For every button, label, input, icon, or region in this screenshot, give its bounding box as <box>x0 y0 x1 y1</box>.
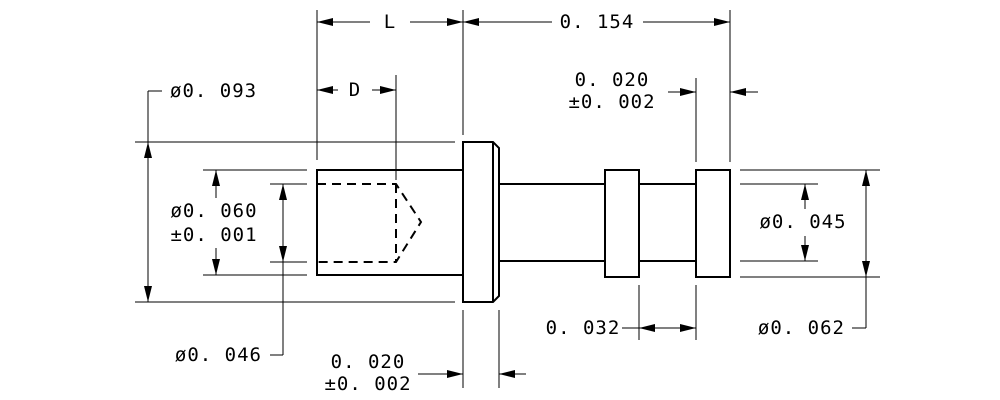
collar-2 <box>695 169 731 278</box>
dim-flange-width: 0. 020 ±0. 002 <box>324 351 526 395</box>
dim-inner-diameter: ø0. 046 <box>175 184 287 366</box>
dim-bore-diameter-tol-text: ±0. 001 <box>170 224 257 246</box>
dim-collar-diameter: ø0. 062 <box>758 170 870 339</box>
dim-overall-length: 0. 154 <box>463 11 730 33</box>
dim-groove-width: 0. 020 ±0. 002 <box>568 69 758 113</box>
part-outline <box>316 141 731 303</box>
collar-1 <box>604 169 640 278</box>
dim-flange-width-tol-text: ±0. 002 <box>324 373 411 395</box>
dim-bore-diameter: ø0. 060 ±0. 001 <box>170 170 257 275</box>
dim-D-text: D <box>349 79 361 101</box>
hidden-bore <box>317 183 423 263</box>
dim-collar-diameter-text: ø0. 062 <box>758 317 845 339</box>
dim-bore-diameter-text: ø0. 060 <box>170 200 257 222</box>
dim-length-L: L <box>317 11 463 33</box>
dim-overall-length-text: 0. 154 <box>560 11 635 33</box>
dim-head-diameter-text: ø0. 093 <box>170 80 257 102</box>
dim-inner-diameter-text: ø0. 046 <box>175 344 262 366</box>
dim-groove-diameter: ø0. 045 <box>759 184 846 261</box>
dim-depth-D: D <box>317 79 396 101</box>
dim-groove-width-text: 0. 020 <box>575 69 650 91</box>
dim-groove-diameter-text: ø0. 045 <box>759 211 846 233</box>
dim-head-diameter: ø0. 093 <box>144 80 257 302</box>
dim-collar-spacing: 0. 032 <box>546 317 696 339</box>
dim-flange-width-text: 0. 020 <box>331 351 406 373</box>
body-outline <box>316 169 463 276</box>
dim-groove-width-tol-text: ±0. 002 <box>568 91 655 113</box>
dim-L-text: L <box>384 11 396 33</box>
extension-lines <box>135 10 880 388</box>
dim-collar-spacing-text: 0. 032 <box>546 317 621 339</box>
